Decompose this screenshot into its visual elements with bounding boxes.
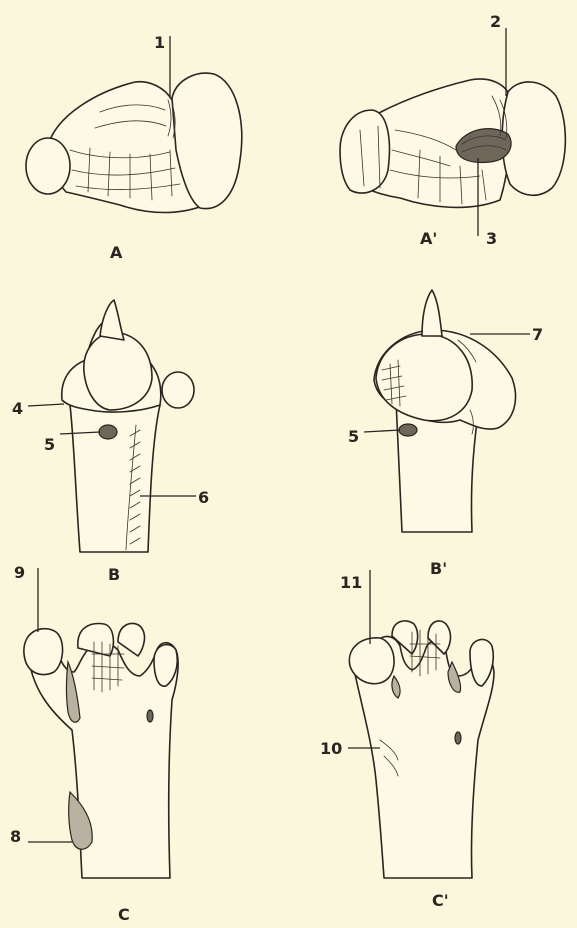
- leader-line-4: [28, 404, 64, 406]
- callout-1: 1: [154, 33, 165, 52]
- callout-4: 4: [12, 399, 23, 418]
- callout-5a: 5: [44, 435, 55, 454]
- panel-label-c: C: [118, 905, 130, 924]
- bone-drawing-b: [62, 300, 194, 552]
- bone-drawing-b-prime: [374, 290, 516, 532]
- panel-label-b: B: [108, 565, 120, 584]
- panel-label-a-prime: A': [420, 229, 437, 248]
- leader-line-5b: [364, 430, 400, 432]
- panel-label-a: A: [110, 243, 123, 262]
- callout-5b: 5: [348, 427, 359, 446]
- callout-8: 8: [10, 827, 21, 846]
- callout-9: 9: [14, 563, 25, 582]
- panel-label-c-prime: C': [432, 891, 449, 910]
- callout-11: 11: [340, 573, 362, 592]
- callout-6: 6: [198, 488, 209, 507]
- bone-drawing-a-prime: [340, 79, 565, 207]
- callout-3: 3: [486, 229, 497, 248]
- callout-2: 2: [490, 12, 501, 31]
- callout-10: 10: [320, 739, 342, 758]
- bone-drawing-c: [24, 623, 178, 878]
- bone-drawing-a: [26, 73, 242, 212]
- callout-7: 7: [532, 325, 543, 344]
- panel-label-b-prime: B': [430, 559, 447, 578]
- bone-drawing-c-prime: [349, 621, 494, 878]
